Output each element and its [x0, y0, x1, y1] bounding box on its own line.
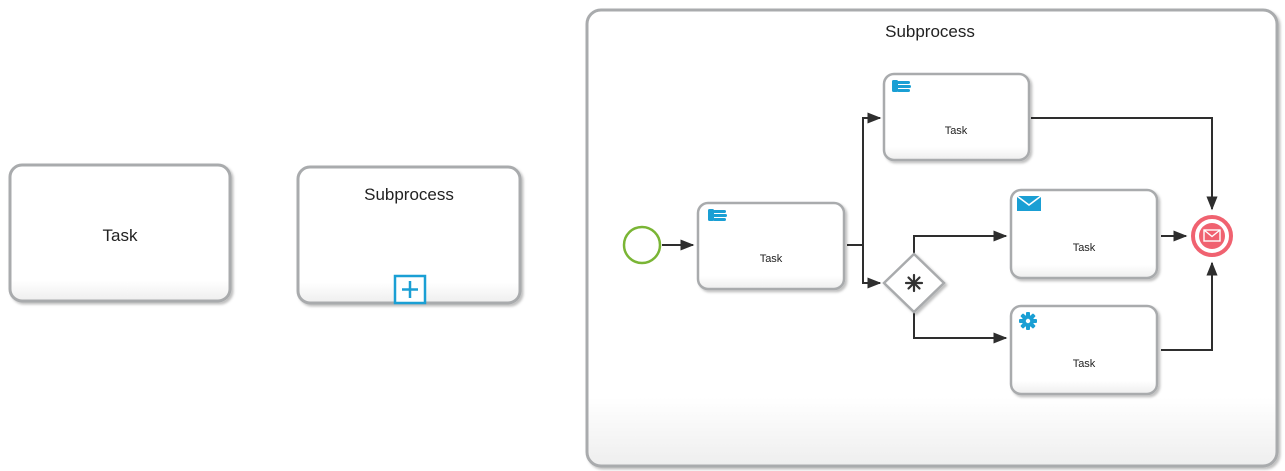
flow-fork-to-upper-task: [862, 112, 882, 245]
flow-service-task-to-end: [1161, 261, 1218, 351]
flow-upper-task-to-end: [1031, 117, 1218, 211]
expand-plus-icon[interactable]: [393, 274, 427, 305]
start-event[interactable]: [622, 225, 662, 265]
envelope-icon: [1203, 229, 1221, 242]
task-manual-first[interactable]: Task: [696, 201, 846, 291]
task-service[interactable]: Task: [1009, 304, 1159, 396]
message-end-event[interactable]: [1191, 215, 1233, 257]
asterisk-icon: [904, 273, 924, 293]
task-label: Task: [945, 125, 968, 137]
complex-gateway[interactable]: [882, 252, 946, 314]
flow-gateway-to-service-task: [913, 308, 1008, 344]
subprocess-collapsed[interactable]: Subprocess: [296, 165, 522, 305]
gear-icon: [1019, 312, 1037, 330]
envelope-icon: [1016, 195, 1042, 211]
task-label: Task: [103, 226, 138, 245]
expanded-subprocess-label: Subprocess: [885, 22, 975, 41]
task-send[interactable]: Task: [1009, 188, 1159, 280]
sequence-flows: [662, 112, 1218, 351]
task-label: Task: [1073, 358, 1096, 370]
flow-fork-to-gateway: [862, 245, 882, 289]
task-standalone[interactable]: Task: [8, 163, 232, 303]
task-manual-upper[interactable]: Task: [882, 72, 1031, 162]
task-label: Task: [1073, 242, 1096, 254]
subprocess-label: Subprocess: [364, 185, 454, 204]
hand-icon: [708, 209, 727, 221]
flow-gateway-to-send-task: [913, 230, 1008, 258]
task-label: Task: [760, 253, 783, 265]
hand-icon: [892, 80, 911, 92]
